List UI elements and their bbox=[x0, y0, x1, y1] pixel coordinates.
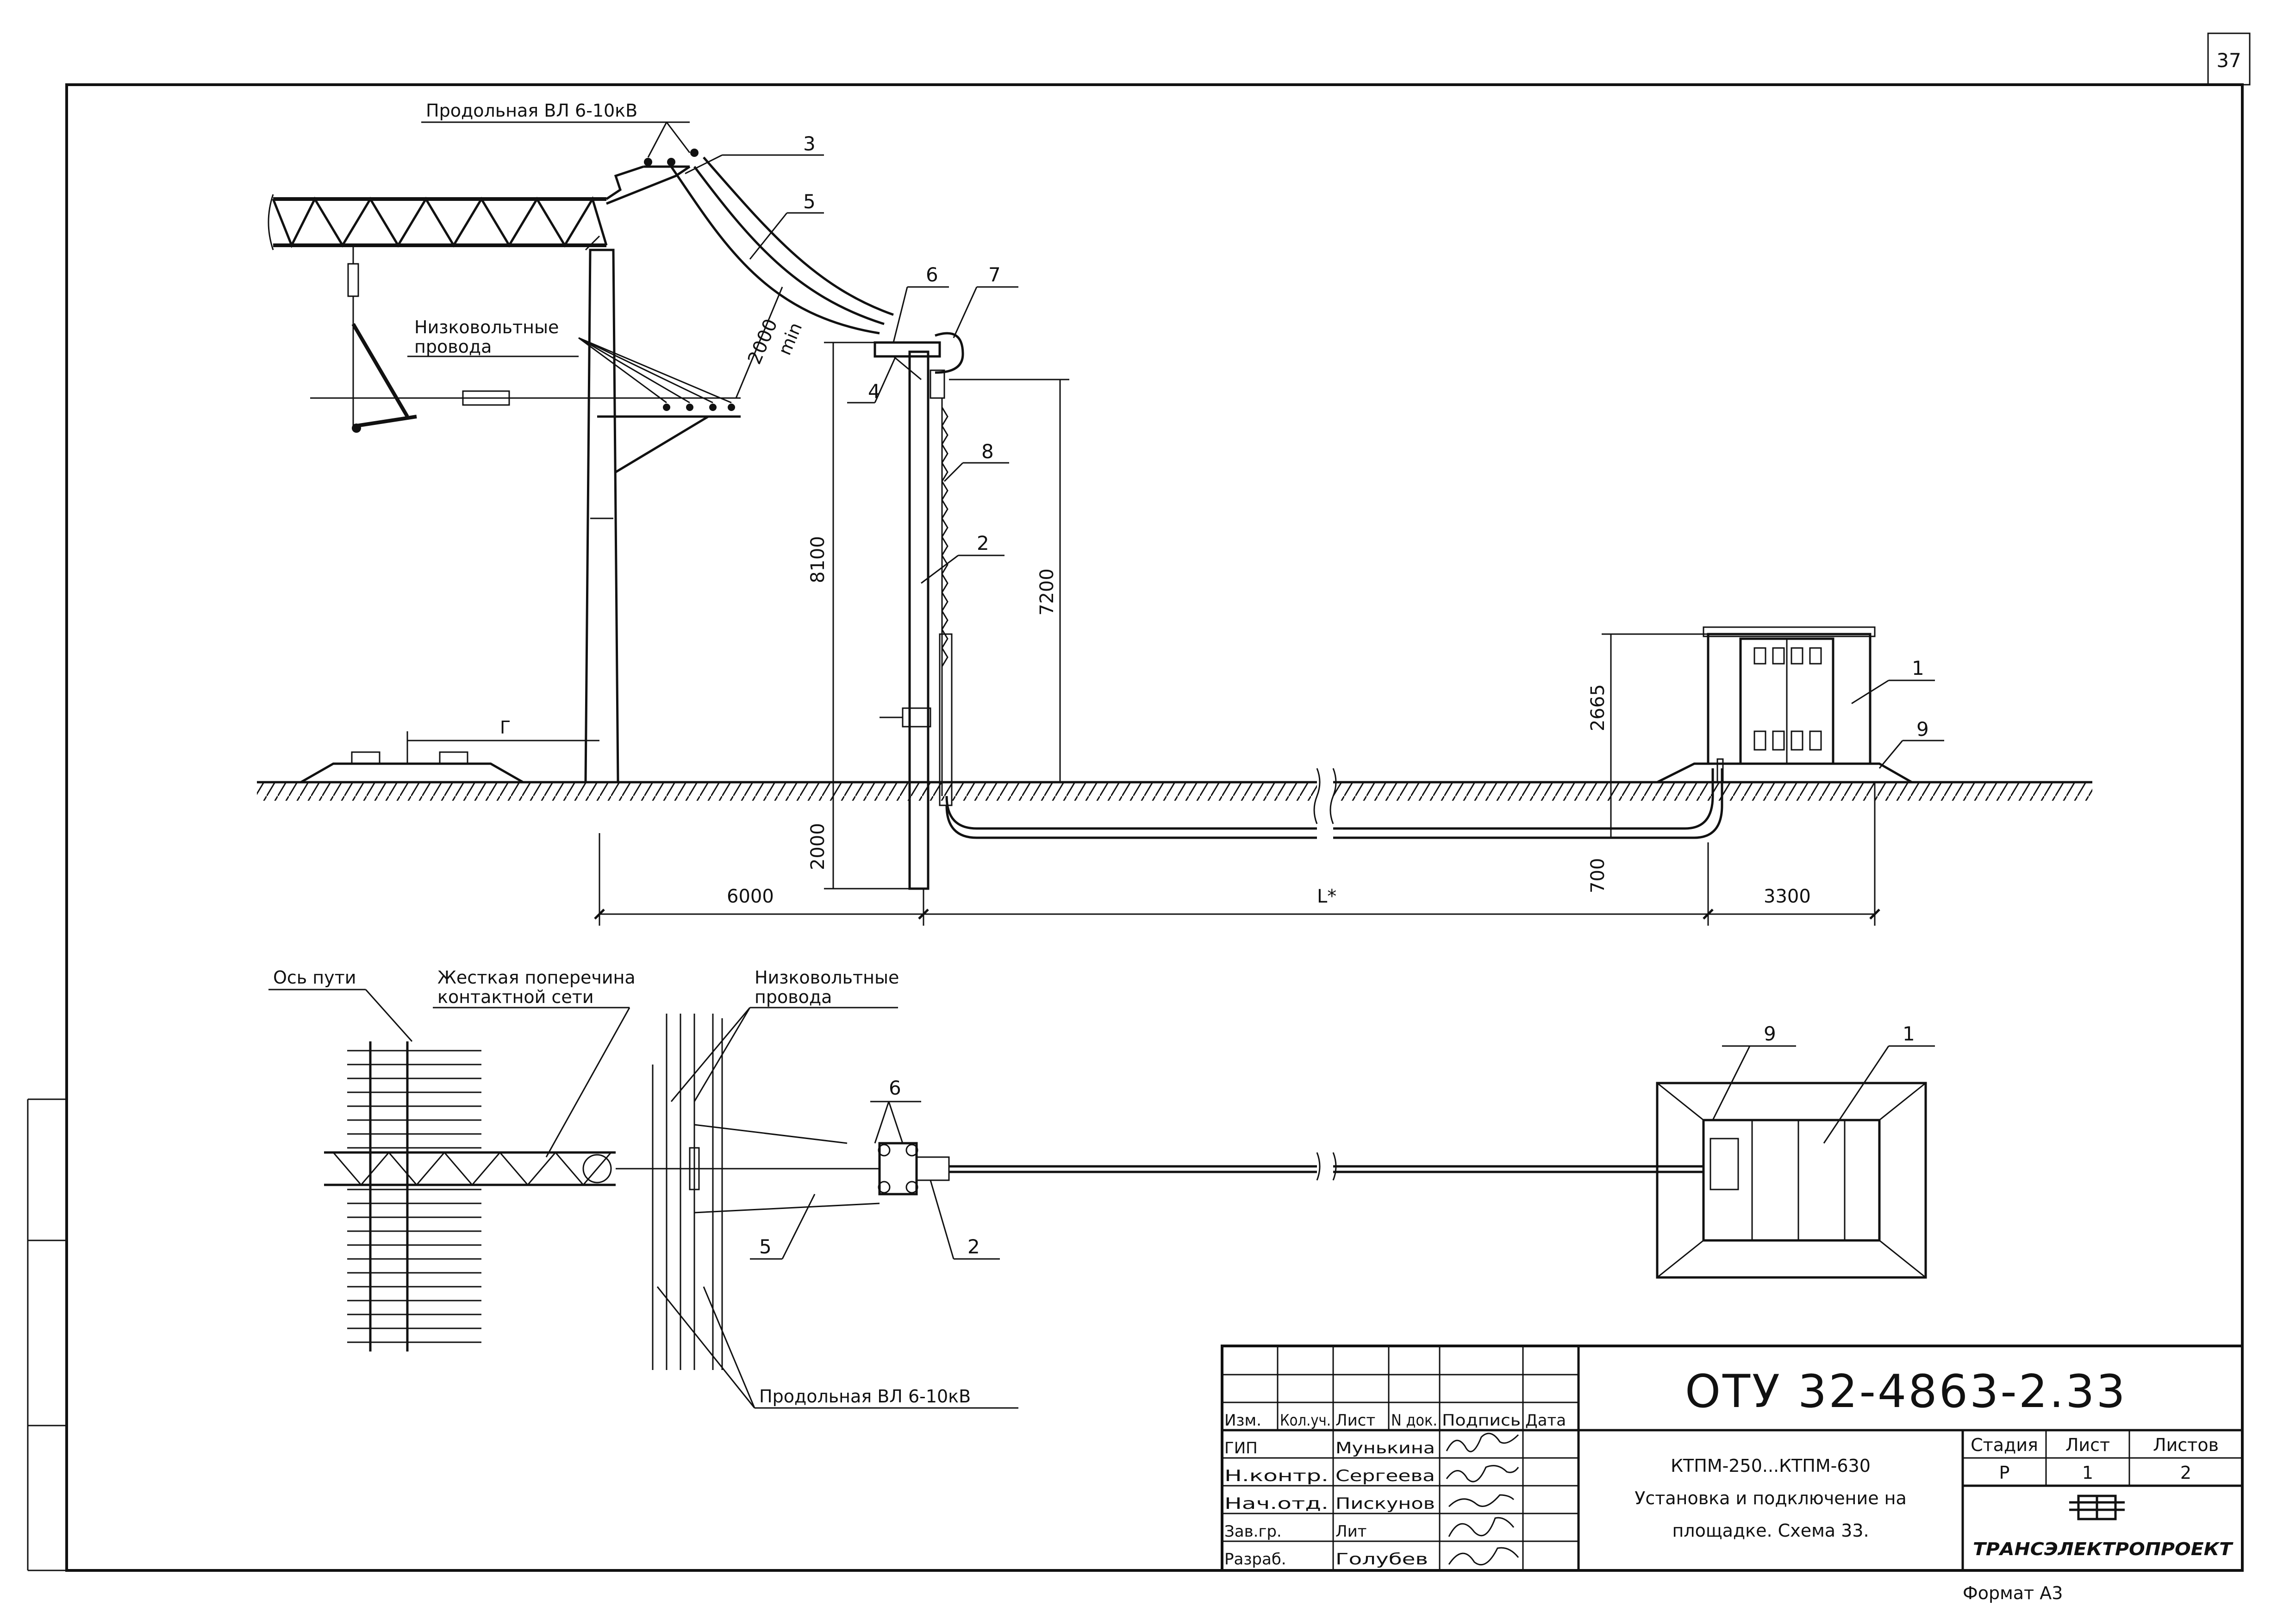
elevation-dimensions: 8100 2000 7200 2665 700 bbox=[594, 342, 1880, 926]
tb-header-izm: Изм. bbox=[1224, 1411, 1261, 1430]
dim-2000-min: 2000 bbox=[744, 316, 782, 367]
substation-ktpm bbox=[1656, 626, 1913, 784]
hv-cable bbox=[670, 156, 894, 335]
tb-name-1: Мунькина bbox=[1335, 1439, 1435, 1457]
plan-labels: Ось пути Жесткая поперечина контактной с… bbox=[268, 967, 1018, 1409]
tb-name-5: Голубев bbox=[1335, 1550, 1428, 1569]
plan-lines bbox=[652, 1014, 723, 1370]
sheet-value: 1 bbox=[2082, 1463, 2093, 1483]
dim-700: 700 bbox=[1587, 858, 1609, 893]
tb-name-4: Лит bbox=[1335, 1522, 1366, 1541]
signatures bbox=[1446, 1432, 1519, 1566]
dim-6000: 6000 bbox=[727, 886, 774, 907]
tb-name-2: Сергеева bbox=[1335, 1467, 1435, 1485]
plan-label-hv: Продольная ВЛ 6-10кВ bbox=[759, 1386, 971, 1407]
callout-9: 9 bbox=[1916, 718, 1929, 741]
callout-2: 2 bbox=[977, 532, 989, 554]
elevation-view: Продольная ВЛ 6-10кВ Низковольтные прово… bbox=[257, 100, 2092, 926]
label-crossbar-1: Жесткая поперечина bbox=[437, 967, 636, 988]
underground-cable bbox=[945, 768, 1723, 839]
stage-header: Стадия bbox=[1971, 1435, 2038, 1455]
plan-callout-5: 5 bbox=[759, 1235, 772, 1258]
ground-line bbox=[257, 768, 2092, 824]
catenary-pole bbox=[584, 149, 741, 784]
elevation-callouts: 3 5 6 7 4 8 2 1 9 bbox=[685, 132, 1944, 769]
plan-substation bbox=[1656, 1082, 1927, 1279]
plan-callout-2: 2 bbox=[967, 1235, 980, 1258]
dim-2665: 2665 bbox=[1587, 684, 1609, 731]
callout-7: 7 bbox=[988, 263, 1001, 286]
plan-view: Ось пути Жесткая поперечина контактной с… bbox=[268, 967, 1935, 1409]
desc-line-3: площадке. Схема 33. bbox=[1672, 1520, 1869, 1541]
railway-track bbox=[300, 751, 524, 784]
tb-role-nkontr: Н.контр. bbox=[1224, 1467, 1329, 1485]
callout-5: 5 bbox=[803, 190, 816, 213]
tb-header-kolvo: Кол.уч. bbox=[1280, 1411, 1331, 1430]
title-block: Изм. Кол.уч. Лист N док. Подпись Дата ГИ… bbox=[1221, 1345, 2244, 1572]
catenary-crossbar bbox=[268, 194, 741, 433]
desc-line-2: Установка и подключение на bbox=[1635, 1488, 1907, 1508]
tb-role-razrab: Разраб. bbox=[1224, 1550, 1286, 1569]
tb-role-gip: ГИП bbox=[1224, 1439, 1258, 1457]
dim-3300: 3300 bbox=[1764, 886, 1811, 907]
tb-role-zavgr: Зав.гр. bbox=[1224, 1522, 1282, 1541]
doc-code: ОТУ 32-4863-2.33 bbox=[1685, 1365, 2127, 1418]
tb-header-date: Дата bbox=[1525, 1411, 1566, 1430]
company-logo bbox=[2069, 1495, 2125, 1520]
plan-callout-6: 6 bbox=[889, 1077, 901, 1099]
plan-hv-cable bbox=[694, 1124, 950, 1214]
plan-callout-1: 1 bbox=[1903, 1022, 1915, 1045]
plan-callouts: 9 1 6 5 2 bbox=[750, 1022, 1935, 1260]
tb-name-3: Пискунов bbox=[1335, 1495, 1435, 1513]
tb-header-list: Лист bbox=[1335, 1411, 1375, 1430]
plan-callout-9: 9 bbox=[1764, 1022, 1776, 1045]
connection-pole bbox=[873, 332, 964, 890]
label-track-axis: Ось пути bbox=[273, 967, 356, 988]
tb-header-sign: Подпись bbox=[1442, 1411, 1521, 1430]
dim-gamma: Г bbox=[500, 717, 511, 738]
sheets-header: Листов bbox=[2153, 1435, 2219, 1455]
plan-label-lv-1: Низковольтные bbox=[755, 967, 899, 988]
plan-cable bbox=[949, 1152, 1703, 1181]
plan-crossbar bbox=[324, 1151, 708, 1186]
paper-format: Формат А3 bbox=[1963, 1583, 2063, 1603]
sheet-number: 37 bbox=[2216, 49, 2241, 72]
callout-6: 6 bbox=[926, 263, 938, 286]
callout-3: 3 bbox=[803, 132, 816, 155]
dim-L: L* bbox=[1317, 886, 1336, 907]
company-name: ТРАНСЭЛЕКТРОПРОЕКТ bbox=[1973, 1539, 2234, 1559]
label-crossbar-2: контактной сети bbox=[437, 987, 594, 1007]
dim-8100: 8100 bbox=[807, 536, 829, 583]
plan-track bbox=[347, 1041, 481, 1351]
plan-label-lv-2: провода bbox=[755, 987, 832, 1007]
stage-value: Р bbox=[1999, 1463, 2010, 1483]
dim-7200: 7200 bbox=[1036, 568, 1058, 616]
label-hv-line: Продольная ВЛ 6-10кВ bbox=[426, 100, 637, 121]
callout-1: 1 bbox=[1912, 657, 1924, 679]
callout-4: 4 bbox=[868, 380, 880, 403]
dim-2000: 2000 bbox=[807, 823, 829, 870]
desc-line-1: КТПМ-250...КТПМ-630 bbox=[1671, 1456, 1871, 1476]
sheet-frame: 37 bbox=[27, 32, 2251, 1572]
callout-8: 8 bbox=[981, 440, 994, 463]
sheets-value: 2 bbox=[2180, 1463, 2191, 1483]
sheet-header: Лист bbox=[2065, 1435, 2110, 1455]
tb-header-ndoc: N док. bbox=[1391, 1411, 1437, 1430]
label-lv-wires-1: Низковольтные bbox=[414, 317, 559, 337]
tb-role-nachotd: Нач.отд. bbox=[1224, 1495, 1329, 1513]
label-lv-wires-2: провода bbox=[414, 336, 492, 357]
